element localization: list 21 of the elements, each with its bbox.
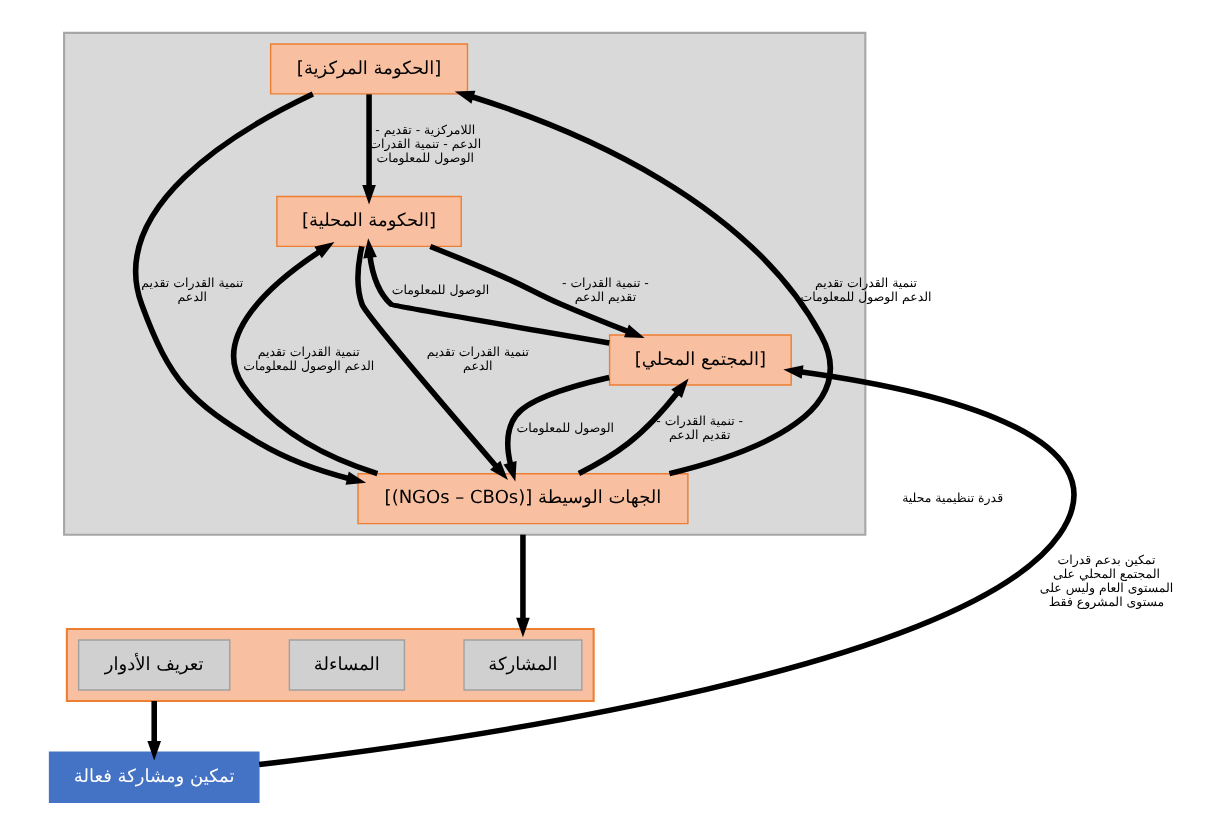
arrow: [502, 374, 609, 482]
arrow: [453, 90, 832, 477]
arrow: [576, 378, 688, 476]
node-box: [المجتمع المحلي]: [607, 334, 791, 386]
node-box: تعريف الأدوار: [76, 639, 230, 691]
arrow: [428, 243, 644, 338]
node-box: المشاركة: [462, 639, 582, 691]
node-box: المساءلة: [287, 639, 405, 691]
arrow: [230, 241, 378, 477]
cluster: [64, 627, 594, 703]
arrow: [354, 245, 507, 480]
arrow: [515, 534, 529, 638]
arrow: [132, 91, 366, 485]
node-box: [(NGOs – CBOs)] الجهات الوسيطة: [356, 473, 688, 525]
arrow: [362, 238, 609, 346]
node-box: تمكين ومشاركة فعالة: [47, 751, 259, 803]
arrow: [257, 365, 1075, 768]
node-box: [الحكومة المركزية]: [268, 43, 468, 95]
arrow: [146, 701, 160, 761]
arrow: [361, 94, 375, 205]
node-box: [الحكومة المحلية]: [275, 195, 461, 248]
